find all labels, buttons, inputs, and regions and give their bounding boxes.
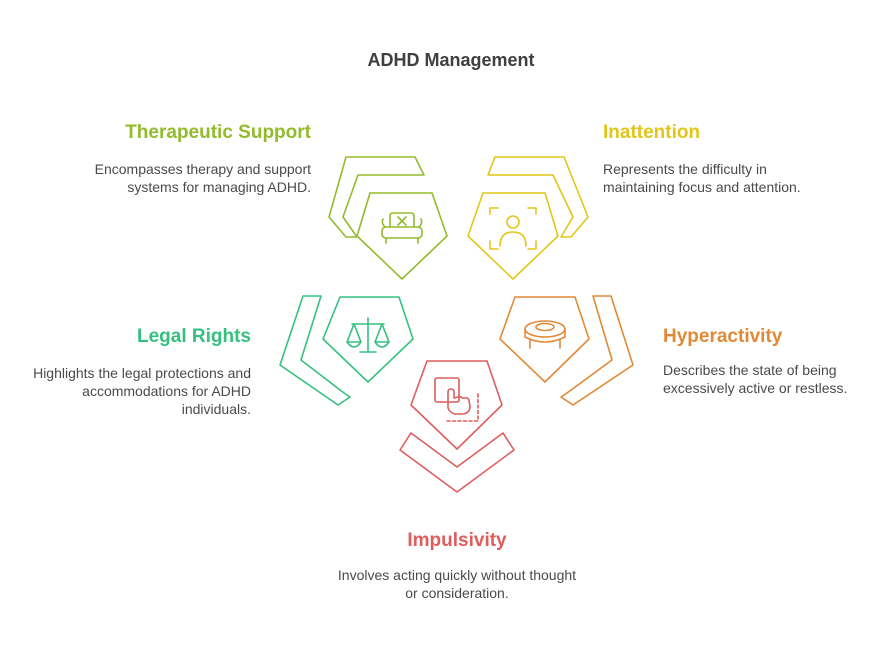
scales-icon [346,317,390,353]
legal-chevron [279,295,351,406]
therapeutic-title: Therapeutic Support [125,122,311,143]
impulsivity-pentagon [410,360,503,450]
legal-pentagon [322,296,414,383]
therapeutic-pentagon [356,192,448,280]
armchair-icon [381,212,423,244]
therapeutic-description: Encompasses therapy and support systems … [94,161,311,195]
person-focus-icon [489,207,537,250]
legal-segment [279,295,414,406]
inattention-description: Represents the difficulty in maintaining… [603,161,801,195]
inattention-chevron [487,156,589,238]
impulsivity-chevron [399,432,515,493]
hyperactivity-segment [499,295,634,406]
diagram-title: ADHD Management [367,50,535,70]
inattention-title: Inattention [603,122,701,143]
impulsivity-segment [399,360,515,493]
hyperactivity-pentagon [499,296,590,383]
hand-press-icon [434,377,479,422]
hyperactivity-title: Hyperactivity [663,326,783,347]
hyperactivity-chevron [560,295,634,406]
legal-title: Legal Rights [136,326,251,347]
inattention-pentagon [467,192,559,280]
therapeutic-chevron [328,156,425,238]
inattention-segment [467,156,589,280]
legal-description: Highlights the legal protections and acc… [33,365,251,417]
hyperactivity-description: Describes the state of being excessively… [663,362,848,396]
impulsivity-description: Involves acting quickly without thought … [337,567,577,601]
impulsivity-title: Impulsivity [407,530,507,551]
trampoline-icon [524,320,566,349]
therapeutic-segment [328,156,448,280]
